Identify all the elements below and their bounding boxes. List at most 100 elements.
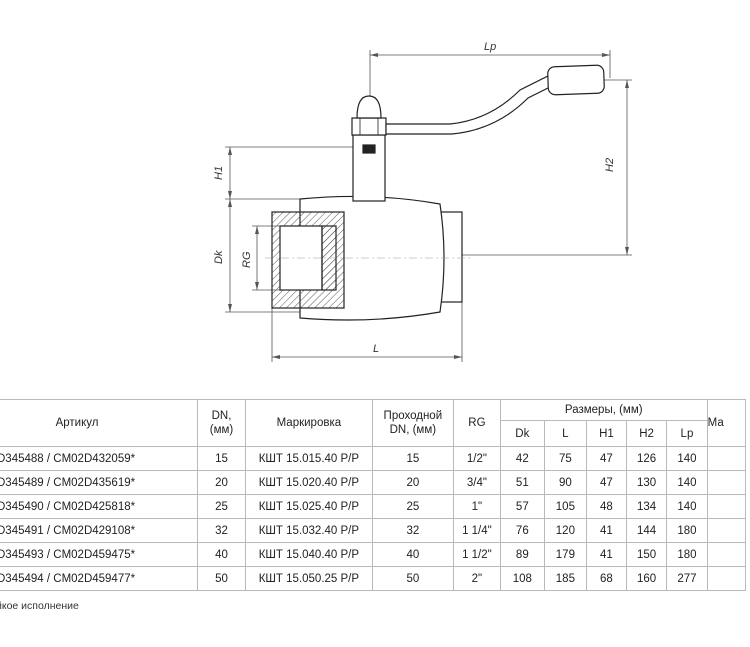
cell-pass-dn: 20 (371, 470, 454, 495)
table-header-row-1: Артикул DN, (мм) Маркировка Проходной DN… (0, 399, 747, 447)
valve-spec-table: Артикул DN, (мм) Маркировка Проходной DN… (0, 399, 747, 591)
cell-marking: КШТ 15.025.40 Р/Р (245, 494, 373, 519)
cell-pass-dn: 50 (371, 566, 454, 591)
h1-label: H1 (213, 166, 225, 180)
cell-pass-dn: 32 (371, 518, 454, 543)
valve-body (265, 95, 470, 321)
cell-h2: 134 (625, 494, 668, 519)
header-article: Артикул (0, 399, 199, 447)
cell-marking: КШТ 15.020.40 Р/Р (245, 470, 373, 495)
table-row: D345491 / CM02D429108* 32 КШТ 15.032.40 … (0, 518, 747, 543)
valve-handle (385, 64, 605, 135)
cell-rg: 2" (452, 566, 501, 591)
cell-l: 185 (543, 566, 587, 591)
cell-marking: КШТ 15.050.25 Р/Р (245, 566, 373, 591)
l-arrow-right (454, 355, 462, 359)
cell-h1: 47 (585, 470, 627, 495)
cell-l: 105 (543, 494, 587, 519)
header-l: L (543, 420, 587, 447)
cell-h1: 41 (585, 542, 627, 567)
cell-h2: 126 (625, 446, 668, 471)
cell-dk: 108 (499, 566, 545, 591)
cell-pass-dn: 15 (371, 446, 454, 471)
cell-article: D345489 / CM02D435619* (0, 470, 199, 495)
cell-ma (706, 518, 747, 543)
cell-dk: 42 (499, 446, 545, 471)
cell-rg: 1" (452, 494, 501, 519)
cell-rg: 1 1/4" (452, 518, 501, 543)
stem-cap (356, 95, 382, 119)
cell-pass-dn: 40 (371, 542, 454, 567)
cell-lp: 180 (666, 518, 708, 543)
cell-h1: 41 (585, 518, 627, 543)
header-rg: RG (452, 399, 501, 447)
header-marking: Маркировка (245, 399, 373, 447)
table-row: D345488 / CM02D432059* 15 КШТ 15.015.40 … (0, 446, 747, 471)
cell-ma (706, 446, 747, 471)
handle-grip (547, 64, 605, 96)
handle-lever (385, 73, 557, 135)
cell-h2: 144 (625, 518, 668, 543)
l-label: L (373, 343, 379, 355)
cell-lp: 140 (666, 494, 708, 519)
cell-h2: 150 (625, 542, 668, 567)
rg-arrow-top (255, 226, 259, 234)
lp-arrow-right (602, 53, 610, 57)
stem-collar (362, 144, 376, 154)
cell-dk: 57 (499, 494, 545, 519)
cell-dn: 50 (197, 566, 246, 591)
cell-lp: 140 (666, 470, 708, 495)
h1-arrow-bottom (228, 191, 232, 199)
cell-marking: КШТ 15.015.40 Р/Р (245, 446, 373, 471)
cell-dk: 51 (499, 470, 545, 495)
header-pass-dn: Проходной DN, (мм) (371, 399, 454, 447)
table-row: D345493 / CM02D459475* 40 КШТ 15.040.40 … (0, 542, 747, 567)
h1-arrow-top (228, 147, 232, 155)
cell-h2: 130 (625, 470, 668, 495)
cell-l: 75 (543, 446, 587, 471)
cell-dk: 76 (499, 518, 545, 543)
dk-arrow-bottom (228, 304, 232, 312)
dk-arrow-top (228, 199, 232, 207)
cell-pass-dn: 25 (371, 494, 454, 519)
cell-ma (706, 494, 747, 519)
cell-l: 120 (543, 518, 587, 543)
cell-article: D345491 / CM02D429108* (0, 518, 199, 543)
rg-arrow-bottom (255, 282, 259, 290)
cell-article: D345488 / CM02D432059* (0, 446, 199, 471)
header-dn: DN, (мм) (197, 399, 246, 447)
l-arrow-left (272, 355, 280, 359)
cell-rg: 1/2" (452, 446, 501, 471)
cell-dn: 20 (197, 470, 246, 495)
table-header-row-2: Dk L H1 H2 Lp (0, 420, 746, 447)
cell-h1: 47 (585, 446, 627, 471)
table-row: D345494 / CM02D459477* 50 КШТ 15.050.25 … (0, 566, 747, 591)
cell-h2: 160 (625, 566, 668, 591)
table-row: D345489 / CM02D435619* 20 КШТ 15.020.40 … (0, 470, 747, 495)
dk-label: Dk (213, 250, 225, 264)
h2-label: H2 (604, 158, 616, 172)
header-ma: Ма (706, 399, 747, 447)
header-h1: H1 (585, 420, 627, 447)
cell-dn: 40 (197, 542, 246, 567)
cell-dn: 25 (197, 494, 246, 519)
stem-nut (351, 117, 387, 136)
cell-marking: КШТ 15.040.40 Р/Р (245, 542, 373, 567)
header-dk: Dk (499, 420, 545, 447)
ball-valve-drawing: Lp H2 H1 Dk RG L (213, 41, 632, 362)
cell-h1: 48 (585, 494, 627, 519)
cell-l: 90 (543, 470, 587, 495)
h2-arrow-bottom (625, 247, 629, 255)
cell-dn: 15 (197, 446, 246, 471)
header-sizes: Размеры, (мм) (499, 399, 708, 421)
cell-dn: 32 (197, 518, 246, 543)
cell-lp: 180 (666, 542, 708, 567)
cell-l: 179 (543, 542, 587, 567)
cell-ma (706, 566, 747, 591)
lp-arrow-left (370, 53, 378, 57)
cell-article: D345494 / CM02D459477* (0, 566, 199, 591)
h2-arrow-top (625, 80, 629, 88)
footnote: йкое исполнение (0, 600, 79, 612)
rg-label: RG (241, 251, 253, 268)
cell-marking: КШТ 15.032.40 Р/Р (245, 518, 373, 543)
